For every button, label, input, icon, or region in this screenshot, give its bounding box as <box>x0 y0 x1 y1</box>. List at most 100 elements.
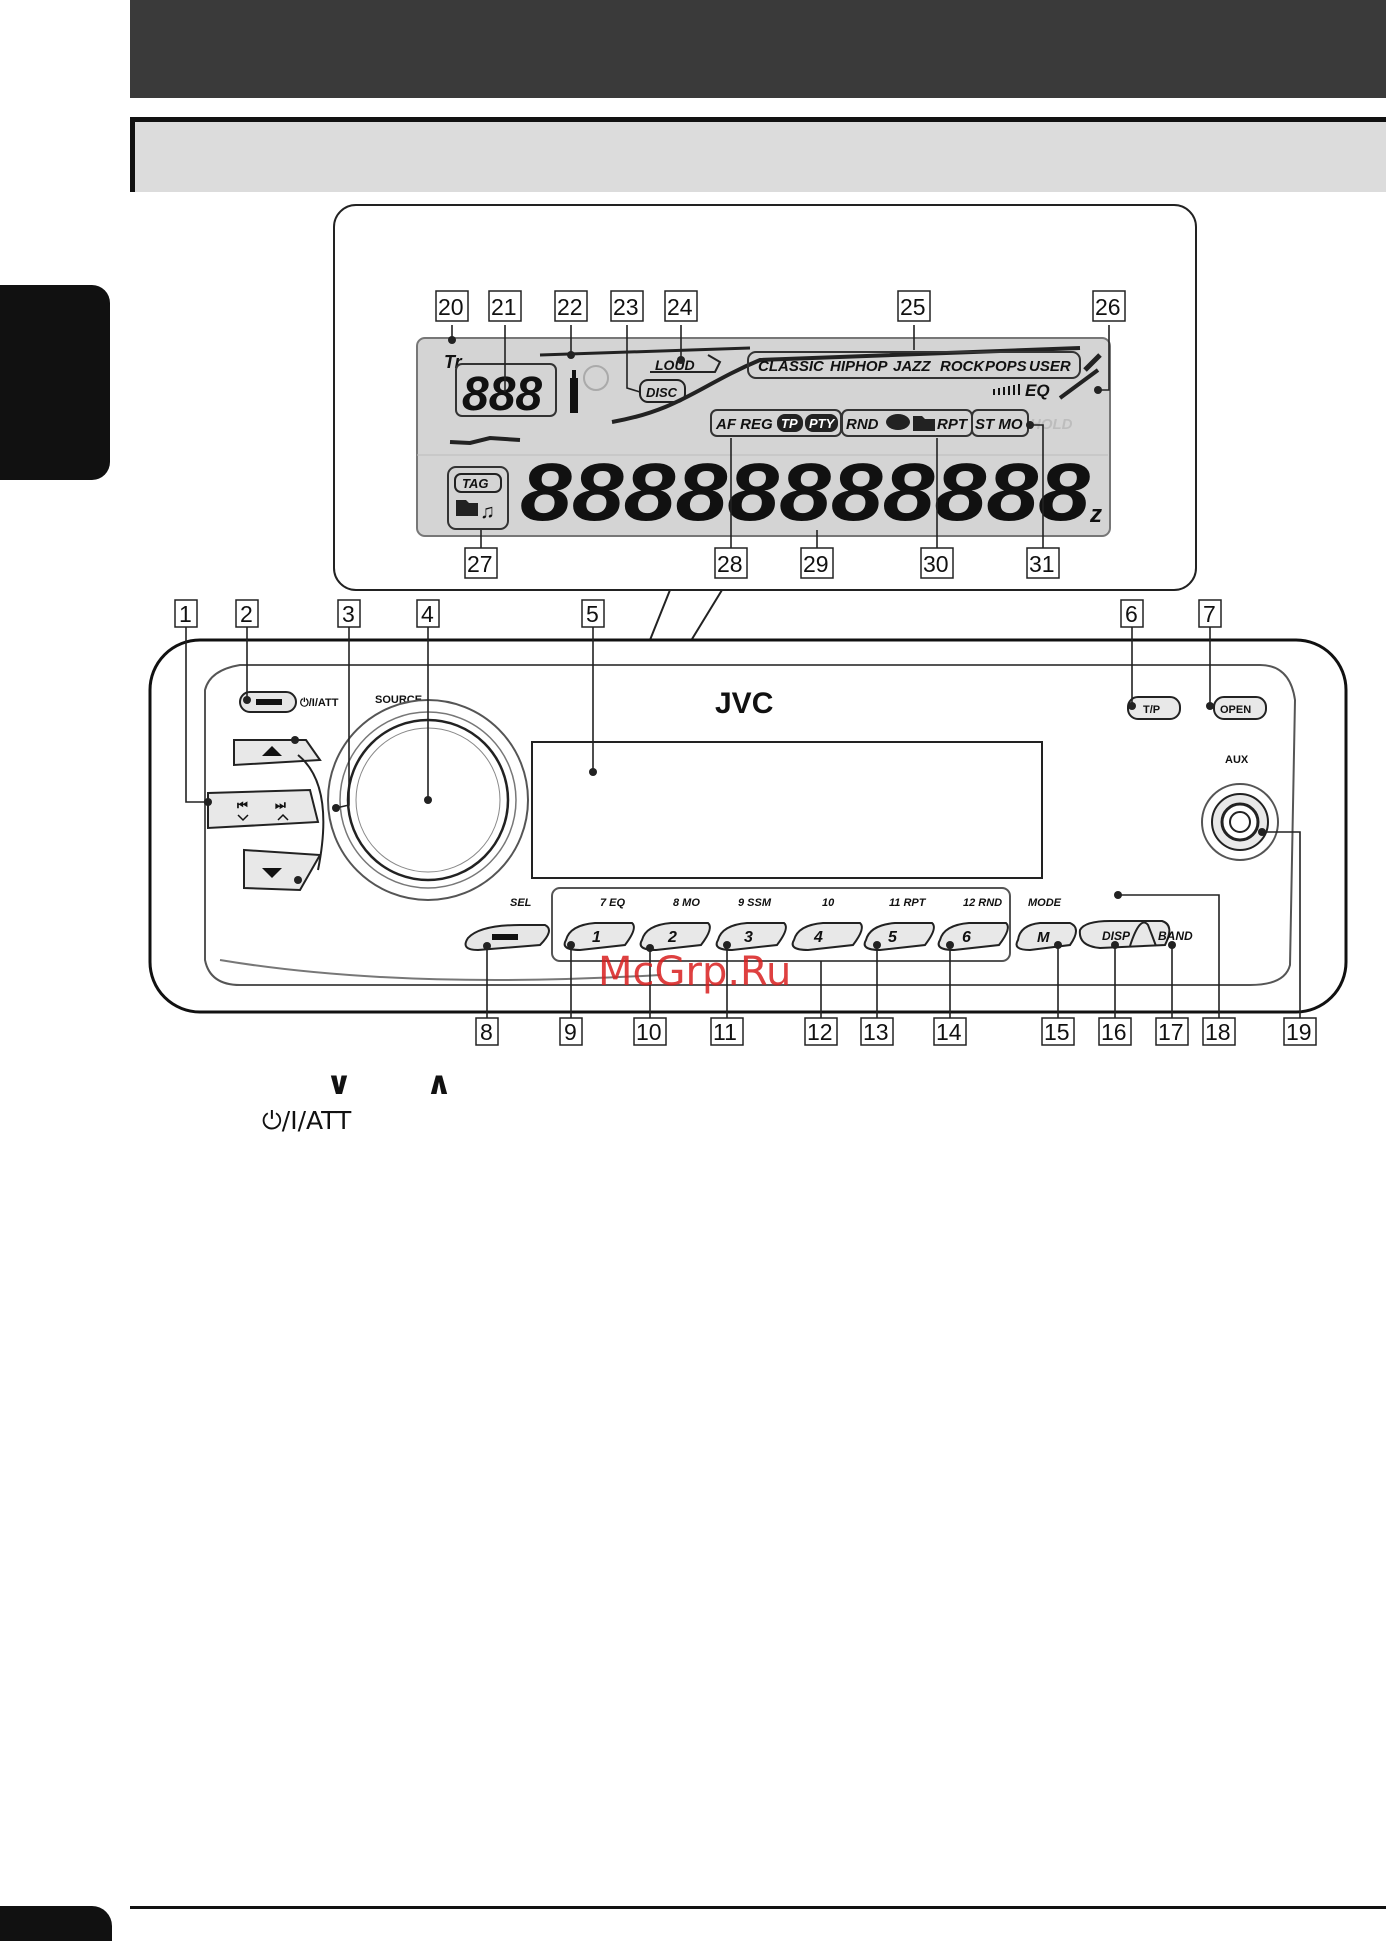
lcd-track-digits: 888 <box>462 368 542 421</box>
power-att-label: ⏻/I/ATT <box>300 696 339 709</box>
callout-4: 4 <box>421 601 434 627</box>
callout-28: 28 <box>717 551 743 577</box>
lcd-eq-label: EQ <box>1025 381 1050 400</box>
callout-8: 8 <box>480 1019 493 1045</box>
callout-15: 15 <box>1044 1019 1070 1045</box>
callout-6: 6 <box>1125 601 1138 627</box>
section-title-bar <box>130 117 1386 192</box>
tp-button[interactable] <box>1127 696 1181 720</box>
disp-button[interactable] <box>1078 920 1171 950</box>
aux-plug-icon <box>570 365 609 413</box>
lcd-main-segments: 88888888888 <box>520 447 1090 538</box>
preset-button-5-label[interactable]: 5 <box>888 929 898 946</box>
callout-16: 16 <box>1101 1019 1127 1045</box>
callout-10: 10 <box>636 1019 662 1045</box>
disp-button-label[interactable]: DISP <box>1102 929 1131 943</box>
eq-modes-row: CLASSIC HIPHOP JAZZ ROCK POPS USER <box>747 351 1081 379</box>
lcd-disc: DISC <box>646 385 678 400</box>
callout-23: 23 <box>613 294 639 320</box>
watermark: McGrp.Ru <box>598 949 791 995</box>
down-arrow-icon <box>262 868 282 878</box>
callout-20: 20 <box>438 294 464 320</box>
band-button-label[interactable]: BAND <box>1158 929 1193 943</box>
display-window <box>531 741 1043 879</box>
mode-m-button-label[interactable]: M <box>1037 929 1050 946</box>
preset-button-2[interactable] <box>639 922 711 952</box>
callout-21: 21 <box>491 294 517 320</box>
lcd-af-reg: AF REG <box>715 416 773 433</box>
callout-11: 11 <box>713 1019 737 1045</box>
header-bar <box>130 0 1386 98</box>
lcd-hold: HOLD <box>1030 416 1073 433</box>
brand-logo: JVC <box>715 687 773 720</box>
prev-next-rocker[interactable] <box>207 788 320 830</box>
callout-27: 27 <box>467 551 493 577</box>
open-button[interactable] <box>1213 696 1267 720</box>
lcd-tp: TP <box>781 416 798 431</box>
preset-label-7-eq: 7 EQ <box>600 897 626 909</box>
callout-18: 18 <box>1205 1019 1231 1045</box>
lcd-tag: TAG <box>462 476 488 491</box>
eq-mode-jazz: JAZZ <box>893 358 931 375</box>
tp-button-label[interactable]: T/P <box>1143 704 1160 716</box>
callout-numbers: 1 2 3 4 5 6 7 8 9 10 11 12 13 14 15 16 1… <box>174 290 1317 1046</box>
eq-mode-rock: ROCK <box>940 358 985 375</box>
callout-13: 13 <box>863 1019 889 1045</box>
lcd-rpt: RPT <box>937 416 969 433</box>
preset-button-5[interactable] <box>863 922 935 952</box>
callout-31: 31 <box>1029 551 1055 577</box>
lcd-indicator-row: AF REG TP PTY RND RPT ST MO HOLD <box>710 409 1073 437</box>
preset-button-6-label[interactable]: 6 <box>962 929 971 946</box>
aux-label: AUX <box>1225 754 1249 766</box>
callout-24: 24 <box>667 294 693 320</box>
callout-29: 29 <box>803 551 829 577</box>
lcd-tag-box: TAG ♫ <box>447 466 509 530</box>
preset-label-10: 10 <box>822 897 835 909</box>
callout-1: 1 <box>179 601 192 627</box>
leader-dots <box>204 336 1266 952</box>
preset-label-11-rpt: 11 RPT <box>889 897 927 909</box>
next-track-icon[interactable]: ⏭ <box>275 798 286 812</box>
eq-level-bars <box>993 384 1020 395</box>
callout-26: 26 <box>1095 294 1121 320</box>
lcd-rnd: RND <box>846 416 879 433</box>
lcd-loud: LOUD <box>655 357 695 373</box>
prev-track-icon[interactable]: ⏮ <box>237 798 248 812</box>
language-side-tab <box>0 285 110 480</box>
open-button-label[interactable]: OPEN <box>1220 704 1251 716</box>
callout-30: 30 <box>923 551 949 577</box>
lcd-tr-label: Tr <box>444 352 463 372</box>
preset-button-2-label[interactable]: 2 <box>667 929 677 946</box>
sel-label: SEL <box>510 897 532 909</box>
lcd-pty: PTY <box>809 416 836 431</box>
eq-mode-classic: CLASSIC <box>758 358 825 375</box>
preset-button-1-label[interactable]: 1 <box>592 929 601 946</box>
callout-25: 25 <box>900 294 926 320</box>
lcd-z-label: z <box>1089 501 1102 528</box>
preset-button-4[interactable] <box>791 922 863 952</box>
callout-2: 2 <box>240 601 253 627</box>
callout-19: 19 <box>1286 1019 1312 1045</box>
preset-label-8-mo: 8 MO <box>673 897 700 909</box>
callout-3: 3 <box>342 601 355 627</box>
preset-buttons: 1 2 3 4 5 6 <box>563 922 1009 952</box>
tag-folder-icon <box>456 500 478 516</box>
preset-button-3[interactable] <box>715 922 787 952</box>
preset-label-12-rnd: 12 RND <box>963 897 1002 909</box>
preset-button-6[interactable] <box>937 922 1009 952</box>
preset-button-3-label[interactable]: 3 <box>744 929 753 946</box>
preset-button-4-label[interactable]: 4 <box>813 929 823 946</box>
page-number-tab <box>0 1906 112 1941</box>
callout-7: 7 <box>1203 601 1216 627</box>
callout-22: 22 <box>557 294 583 320</box>
callout-17: 17 <box>1158 1019 1184 1045</box>
disc-icon <box>886 414 910 430</box>
callout-9: 9 <box>564 1019 577 1045</box>
footer-rule <box>130 1906 1386 1909</box>
preset-button-1[interactable] <box>563 922 635 952</box>
power-att-legend: ⏻/I/ATT <box>262 1106 352 1135</box>
leader-lines <box>185 325 1301 1018</box>
music-note-icon: ♫ <box>480 501 495 523</box>
eq-mode-pops: POPS <box>985 358 1027 375</box>
